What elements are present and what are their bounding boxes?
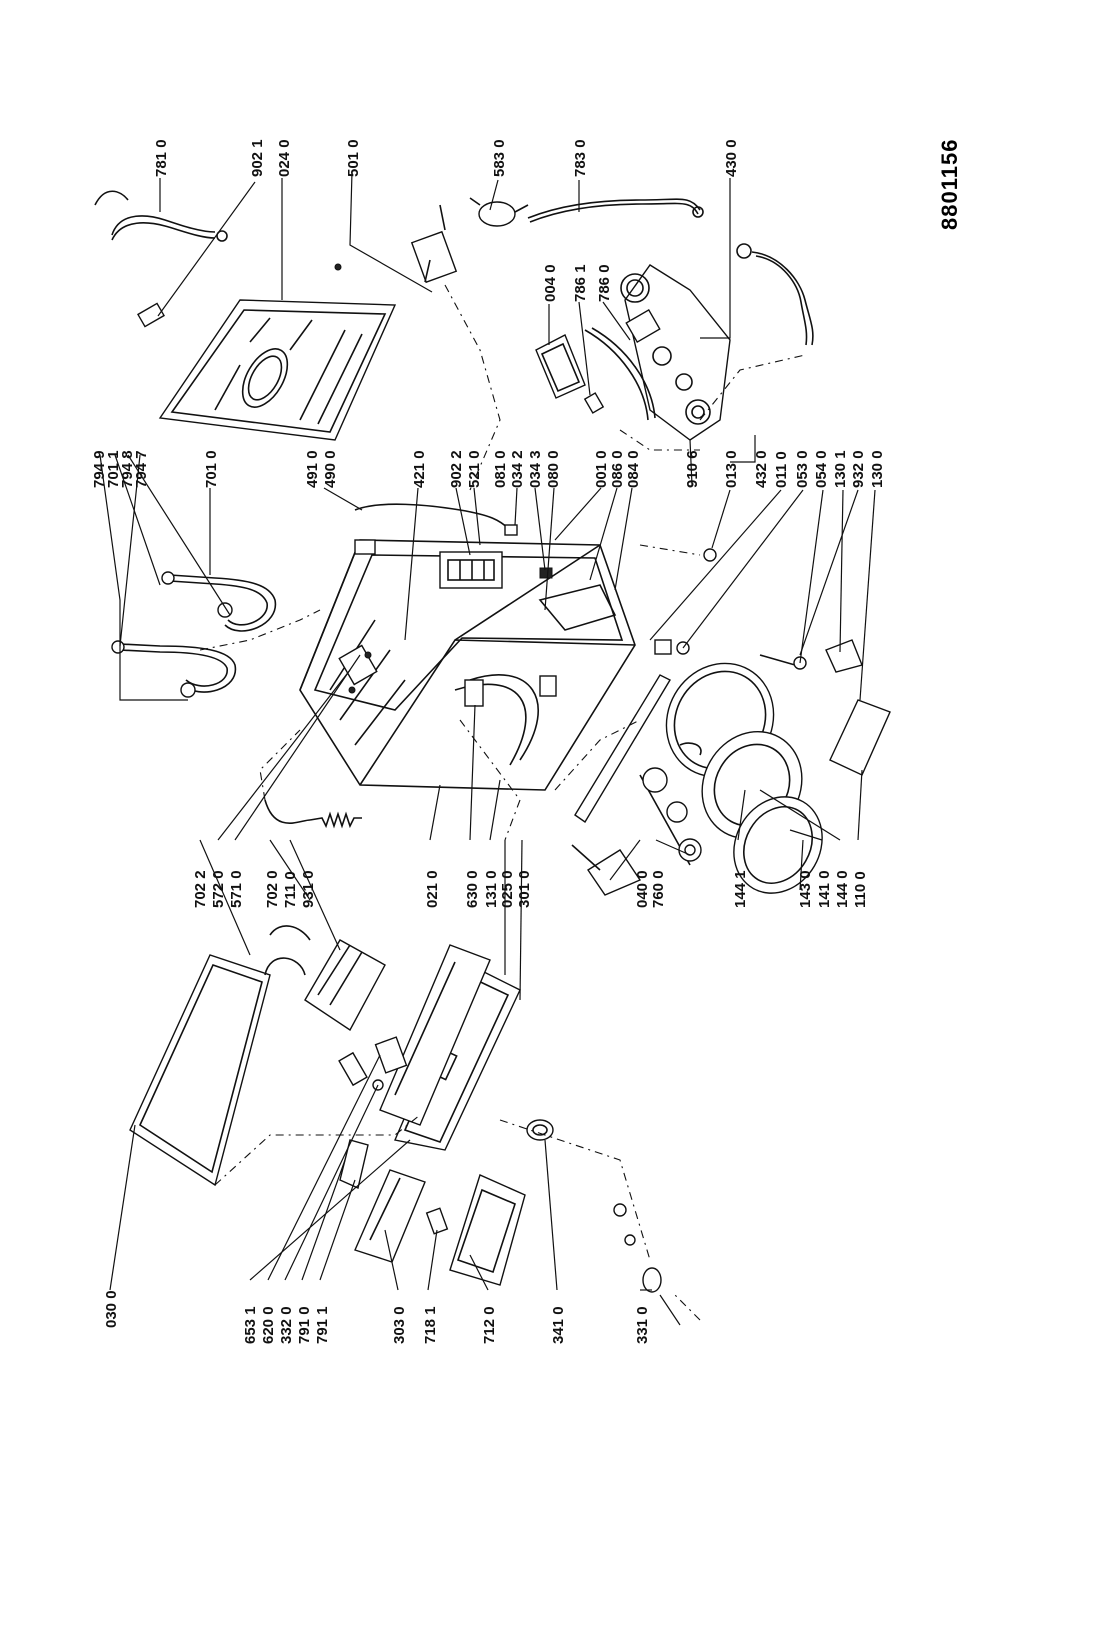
drawer-housing-712 [425,1174,526,1286]
label-491-0: 491 0 [304,450,321,488]
relay-501 [410,204,458,284]
label-013-0: 013 0 [723,450,740,488]
label-583-0: 583 0 [491,139,508,177]
label-144-0: 144 0 [834,870,851,908]
label-432-0: 432 0 [753,450,770,488]
label-620-0: 620 0 [260,1306,277,1344]
label-791-1: 791 1 [314,1306,331,1344]
label-303-0: 303 0 [391,1306,408,1344]
label-143-0: 143 0 [797,870,814,908]
label-025-0: 025 0 [499,870,516,908]
label-001-0: 001 0 [593,450,610,488]
cable-490 [354,503,518,555]
label-902-1: 902 1 [249,139,266,177]
pressure-switch-583 [469,197,704,227]
label-711-0: 711 0 [282,871,299,908]
label-034-2: 034 2 [509,450,526,488]
assembly-dash-lines [199,284,806,1321]
label-572-0: 572 0 [210,870,227,908]
label-630-0: 630 0 [464,870,481,908]
control-panel [379,944,521,1151]
label-130-1: 130 1 [832,450,849,488]
label-030-0: 030 0 [103,1290,120,1328]
door-assembly [665,662,823,894]
label-421-0: 421 0 [411,450,428,488]
label-144-1: 144 1 [732,870,749,908]
label-021-0: 021 0 [424,870,441,908]
drain-hose-right [736,243,814,346]
label-521-0: 521 0 [466,450,483,488]
label-760-0: 760 0 [650,870,667,908]
label-341-0: 341 0 [550,1306,567,1344]
front-panel-110 [829,699,891,776]
label-332-0: 332 0 [278,1306,295,1344]
label-786-1: 786 1 [572,264,589,302]
document-reference-number: 8801156 [937,139,962,230]
clip-902-1 [137,263,342,328]
label-783-0: 783 0 [572,139,589,177]
label-110-0: 110 0 [852,871,869,908]
label-086-0: 086 0 [609,450,626,488]
label-932-0: 932 0 [850,450,867,488]
pump-assembly-430 [620,264,731,441]
label-131-0: 131 0 [483,870,500,908]
label-571-0: 571 0 [228,870,245,908]
spring-931 [264,799,362,829]
label-701-0: 701 0 [203,450,220,488]
label-701-1: 701 1 [105,450,122,488]
label-490-0: 490 0 [322,450,339,488]
hose-781 [94,190,228,242]
filter-plate-004 [535,327,656,421]
label-301-0: 301 0 [516,870,533,908]
label-430-0: 430 0 [723,139,740,177]
label-054-0: 054 0 [813,450,830,488]
label-794-9: 794 9 [91,450,108,488]
top-panel-030 [129,954,271,1187]
label-786-0: 786 0 [596,264,613,302]
label-130-0: 130 0 [869,450,886,488]
drawer-303 [339,1139,426,1263]
hinge-040 [571,767,702,896]
label-080-0: 080 0 [545,450,562,488]
terminal-block-572 [338,644,378,694]
gear-013 [703,548,717,562]
label-791-0: 791 0 [296,1306,313,1344]
label-902-2: 902 2 [448,450,465,488]
label-910-6: 910 6 [684,450,701,488]
top-cover-plate [158,299,397,441]
label-718-1: 718 1 [422,1306,439,1344]
label-141-0: 141 0 [816,870,833,908]
label-004-0: 004 0 [542,264,559,302]
label-702-0: 702 0 [264,870,281,908]
parts-artwork [94,190,891,1293]
label-053-0: 053 0 [794,450,811,488]
leader-lines [99,171,876,1326]
label-084-0: 084 0 [625,450,642,488]
label-702-2: 702 2 [192,870,209,908]
label-931-0: 931 0 [300,870,317,908]
label-781-0: 781 0 [153,139,170,177]
label-794-7: 794 7 [133,450,150,488]
label-024-0: 024 0 [276,139,293,177]
label-034-3: 034 3 [527,450,544,488]
label-011-0: 011 0 [773,451,790,488]
label-653-1: 653 1 [242,1306,259,1344]
label-331-0: 331 0 [634,1306,651,1344]
dispenser-711 [264,925,386,1032]
label-794-8: 794 8 [119,450,136,488]
fill-hoses-701 [111,571,277,698]
part-labels: 030 0 653 1 620 0 332 0 791 0 791 1 303 … [91,139,962,1344]
label-501-0: 501 0 [345,139,362,177]
label-081-0: 081 0 [492,450,509,488]
label-040-0: 040 0 [634,870,651,908]
front-frame-strip [574,674,671,824]
knob-341 [526,1119,662,1293]
label-712-0: 712 0 [481,1306,498,1344]
